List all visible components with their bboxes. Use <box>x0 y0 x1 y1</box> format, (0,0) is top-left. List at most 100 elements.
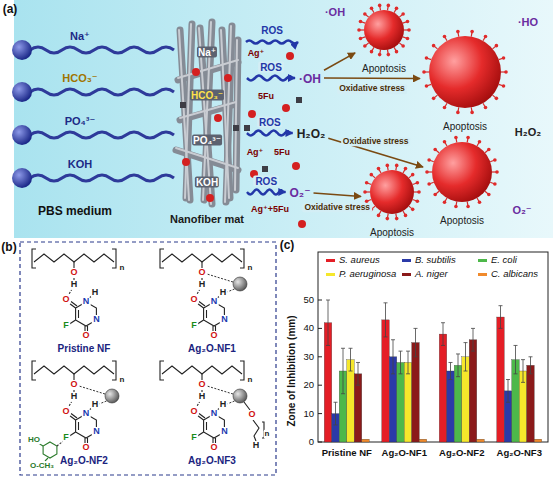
error-bar <box>521 360 525 383</box>
cell-spike <box>432 97 436 101</box>
cell-spike <box>395 50 399 54</box>
cell-spike <box>502 56 506 60</box>
error-bar <box>356 362 360 385</box>
atom-label: O <box>61 295 70 305</box>
ros-species-label: ·OH <box>299 73 321 87</box>
ros-species-label: ·OH <box>325 6 345 18</box>
panel-letter: (c) <box>280 239 295 252</box>
atom-label: HO <box>27 436 41 445</box>
cell-spike <box>466 136 470 140</box>
cell-spike <box>493 158 497 162</box>
fiber-bundle <box>226 26 232 202</box>
legend-text: S. aureus <box>339 255 380 265</box>
cell-spike <box>433 148 437 152</box>
drug-particles <box>292 162 300 170</box>
cell-spike <box>456 111 460 115</box>
fiber-bundle <box>180 102 236 118</box>
atom-label: H <box>91 400 100 410</box>
ion-ball <box>12 168 32 188</box>
ion-label: KOH <box>195 177 219 188</box>
error-bar <box>399 351 403 374</box>
cell-label: Apoptosis <box>440 215 484 227</box>
atom-label: O <box>81 331 90 341</box>
cell-spike <box>395 164 399 168</box>
oxidative-attack-arrow <box>314 193 362 196</box>
ros-label: ROS <box>258 62 284 73</box>
cell-spike <box>454 205 458 209</box>
legend-item: E. coli <box>478 255 517 265</box>
fiber-bundle <box>185 24 191 198</box>
cell-label: Apoptosis <box>443 121 487 133</box>
plot-frame <box>318 252 548 442</box>
drug-particles <box>182 158 190 166</box>
atom-label: O <box>209 443 218 453</box>
ion-stream <box>30 89 174 95</box>
ros-species-label: ·HO <box>518 16 538 28</box>
drug-particles <box>192 68 200 76</box>
cell-spike <box>370 7 374 11</box>
legend-swatch <box>478 273 487 276</box>
atom-label: N <box>92 315 101 325</box>
error-bar <box>349 348 353 371</box>
cell-spike <box>387 53 391 57</box>
cell-spike <box>417 190 421 194</box>
bar-chart <box>318 252 548 442</box>
cell-spike <box>357 28 361 32</box>
atom-label: H <box>70 392 79 402</box>
atom-label: O <box>189 295 198 305</box>
cell-spike <box>443 35 447 39</box>
cell-spike <box>407 28 411 32</box>
atom-label: F <box>62 433 70 443</box>
axis-tick <box>318 356 322 357</box>
cell-sphere <box>363 164 421 221</box>
drug-particles <box>182 52 306 228</box>
error-bar <box>441 323 445 346</box>
cell-spike <box>411 208 415 212</box>
bar <box>347 360 355 442</box>
ros-species: O₂⁻ <box>287 182 314 202</box>
oxidative-attack-arrow <box>324 77 420 79</box>
error-bar <box>326 300 330 345</box>
drug-particles <box>224 74 232 82</box>
cyclodextrin-unit <box>38 441 64 461</box>
mat-label: Nanofiber mat <box>170 213 244 226</box>
ion-ball <box>12 40 32 60</box>
drug-particles <box>282 104 290 112</box>
ion-label: KOH <box>68 158 92 170</box>
atom-label: O <box>247 410 256 420</box>
cell-spike <box>487 193 491 197</box>
ion-ball <box>12 82 32 102</box>
legend-text: P. aeruginosa <box>339 269 396 279</box>
cell-sphere <box>425 136 499 209</box>
drug-particles <box>262 166 268 172</box>
structure-caption: Ag₂O-NF2 <box>60 455 108 466</box>
legend-text: C. albicans <box>491 269 538 279</box>
cell-spike <box>484 106 488 110</box>
ros-species: ·OH <box>296 68 324 88</box>
cell-spike <box>478 201 482 205</box>
ros-species-label: H₂O₂ <box>515 126 541 138</box>
atom-label: N <box>82 409 91 419</box>
drug-particles <box>180 52 306 228</box>
cell-spike <box>401 44 405 48</box>
cell-spike <box>495 170 499 174</box>
legend-swatch <box>402 259 411 262</box>
atom-label: N <box>210 297 219 307</box>
drug-particles <box>244 125 250 131</box>
atom-label: n <box>119 376 126 385</box>
cell-spike <box>478 140 482 144</box>
axis-title: Zone of Inhibition (mm) <box>286 315 297 426</box>
apoptotic-cell: Apoptosis <box>421 28 509 130</box>
atom-label: N <box>82 297 91 307</box>
error-bar <box>414 328 418 356</box>
legend-item: B. subtilis <box>402 255 456 265</box>
error-bar <box>464 343 468 371</box>
bar <box>469 340 477 442</box>
cell-body <box>364 10 404 50</box>
atom-label: H <box>198 392 207 402</box>
ros-arrow <box>246 41 298 44</box>
cell-spike <box>359 37 363 41</box>
atom-label: H <box>70 280 79 290</box>
cell-spike <box>493 182 497 186</box>
ros-arrow <box>247 131 293 136</box>
